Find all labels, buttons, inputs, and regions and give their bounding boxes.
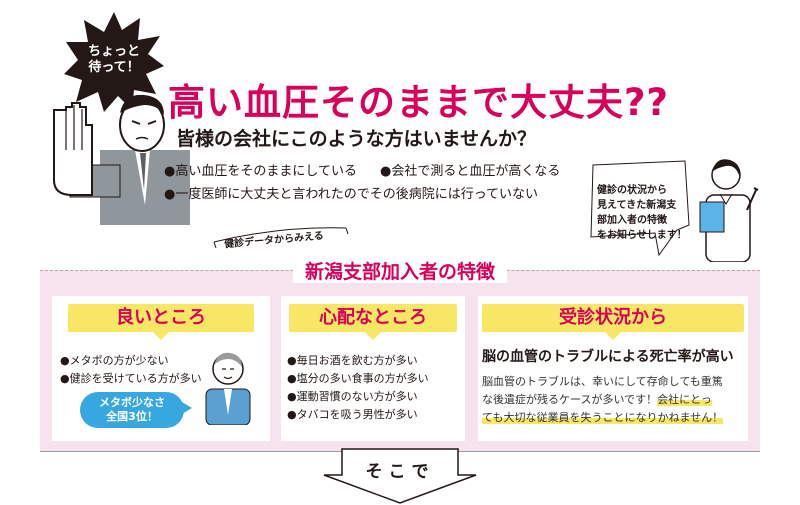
data-tag-bubble (213, 227, 349, 248)
rank-badge: メタボ少なさ 全国3位！ (80, 392, 192, 428)
nurse-illustration (699, 159, 759, 262)
good-points-heading: 良いところ (68, 304, 254, 340)
worry-point-item: ●毎日お酒を飲む方が多い (287, 354, 418, 367)
main-title: 高い血圧そのままで大丈夫?? (168, 81, 669, 124)
speech-bubble (590, 160, 690, 257)
starburst-text: ちょっと待って！ (87, 44, 140, 75)
good-point-item: ●健診を受けている方が多い (60, 372, 202, 385)
visit-status-body: 脳血管のトラブルは、幸いにして存命しても重篤 (482, 375, 723, 388)
speech-bubble-text: 健診の状況から 見えてきた新潟支 部加入者の特徴 をお知らせします！ (597, 185, 687, 241)
subtitle: 皆様の会社にこのような方はいませんか？ (176, 128, 537, 150)
checklist-item: ●高い血圧をそのままにしている (164, 164, 357, 179)
stop-gesture-man-illustration (53, 94, 190, 225)
worry-point-item: ●運動習慣のない方が多い (287, 390, 418, 403)
visit-status-heading: 受診状況から (482, 304, 744, 340)
down-arrow-icon (323, 448, 477, 504)
good-point-item: ●メタボの方が少ない (60, 354, 169, 367)
checklist-item: ●一度医師に大丈夫と言われたのでその後病院には行っていない (164, 187, 539, 202)
features-title: 新潟支部加入者の特徴 (0, 257, 800, 284)
sokode-label: そこで (365, 462, 435, 482)
visit-status-body: な後遺症が残るケースが多いです！会社にとっ (482, 393, 712, 406)
checklist-item: ●会社で測ると血圧が高くなる (380, 164, 561, 179)
worry-point-item: ●塩分の多い食事の方が多い (287, 372, 429, 385)
worry-points-heading: 心配なところ (289, 304, 457, 340)
visit-status-subheading: 脳の血管のトラブルによる死亡率が高い (482, 349, 734, 365)
worry-points-card: 心配なところ (281, 296, 465, 441)
visit-status-body: ても大切な従業員を失うことになりかねません！ (482, 411, 724, 424)
older-man-illustration (205, 352, 251, 425)
starburst-badge (64, 12, 164, 112)
worry-point-item: ●タバコを吸う男性が多い (287, 408, 418, 421)
